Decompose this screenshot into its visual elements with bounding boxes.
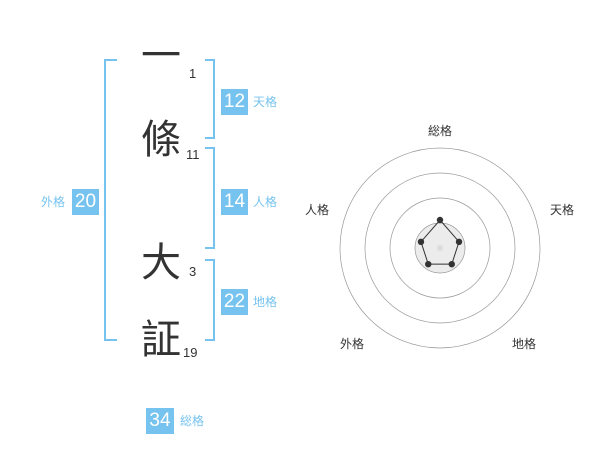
chikaku-label: 地格 (253, 295, 278, 309)
radar-axis-label-chikaku: 地格 (511, 337, 536, 351)
radar-point (455, 238, 463, 246)
name-char-3: 大 (141, 240, 181, 286)
stroke-count-3: 3 (189, 264, 197, 279)
name-char-1: 一 (141, 33, 181, 79)
radar-point (425, 260, 432, 268)
radar-point (436, 216, 444, 224)
name-char-4: 証 (141, 317, 181, 363)
radar-axis-label-soukaku: 総格 (427, 124, 452, 138)
jinkaku-bracket (205, 147, 215, 249)
radar-center-dot (437, 245, 443, 251)
soukaku-label: 総格 (180, 414, 205, 428)
radar-axis-label-jinkaku: 人格 (304, 203, 329, 217)
jinkaku-label: 人格 (253, 195, 278, 209)
stroke-count-4: 19 (183, 345, 198, 360)
radar-series-polygon (420, 219, 460, 265)
tenkaku-bracket (205, 59, 215, 139)
stroke-count-2: 11 (186, 147, 200, 162)
stroke-count-1: 1 (189, 66, 197, 81)
gaikaku-bracket (104, 59, 117, 341)
radar-axis-label-tenkaku: 天格 (549, 203, 574, 217)
radar-point (448, 260, 455, 268)
radar-grid-ring (389, 197, 491, 299)
radar-grid-ring (364, 172, 516, 324)
radar-point (417, 238, 425, 246)
gaikaku-label: 外格 (41, 195, 66, 209)
gaikaku-score: 20 (72, 189, 99, 215)
tenkaku-label: 天格 (253, 95, 278, 109)
name-char-2: 條 (141, 117, 181, 163)
jinkaku-score: 14 (221, 189, 248, 215)
chikaku-bracket (205, 259, 215, 341)
radar-grid-ring (339, 147, 541, 349)
radar-axis-label-gaikaku: 外格 (339, 337, 364, 351)
chikaku-score: 22 (221, 289, 248, 315)
tenkaku-score: 12 (221, 89, 248, 115)
soukaku-score: 34 (146, 408, 174, 434)
